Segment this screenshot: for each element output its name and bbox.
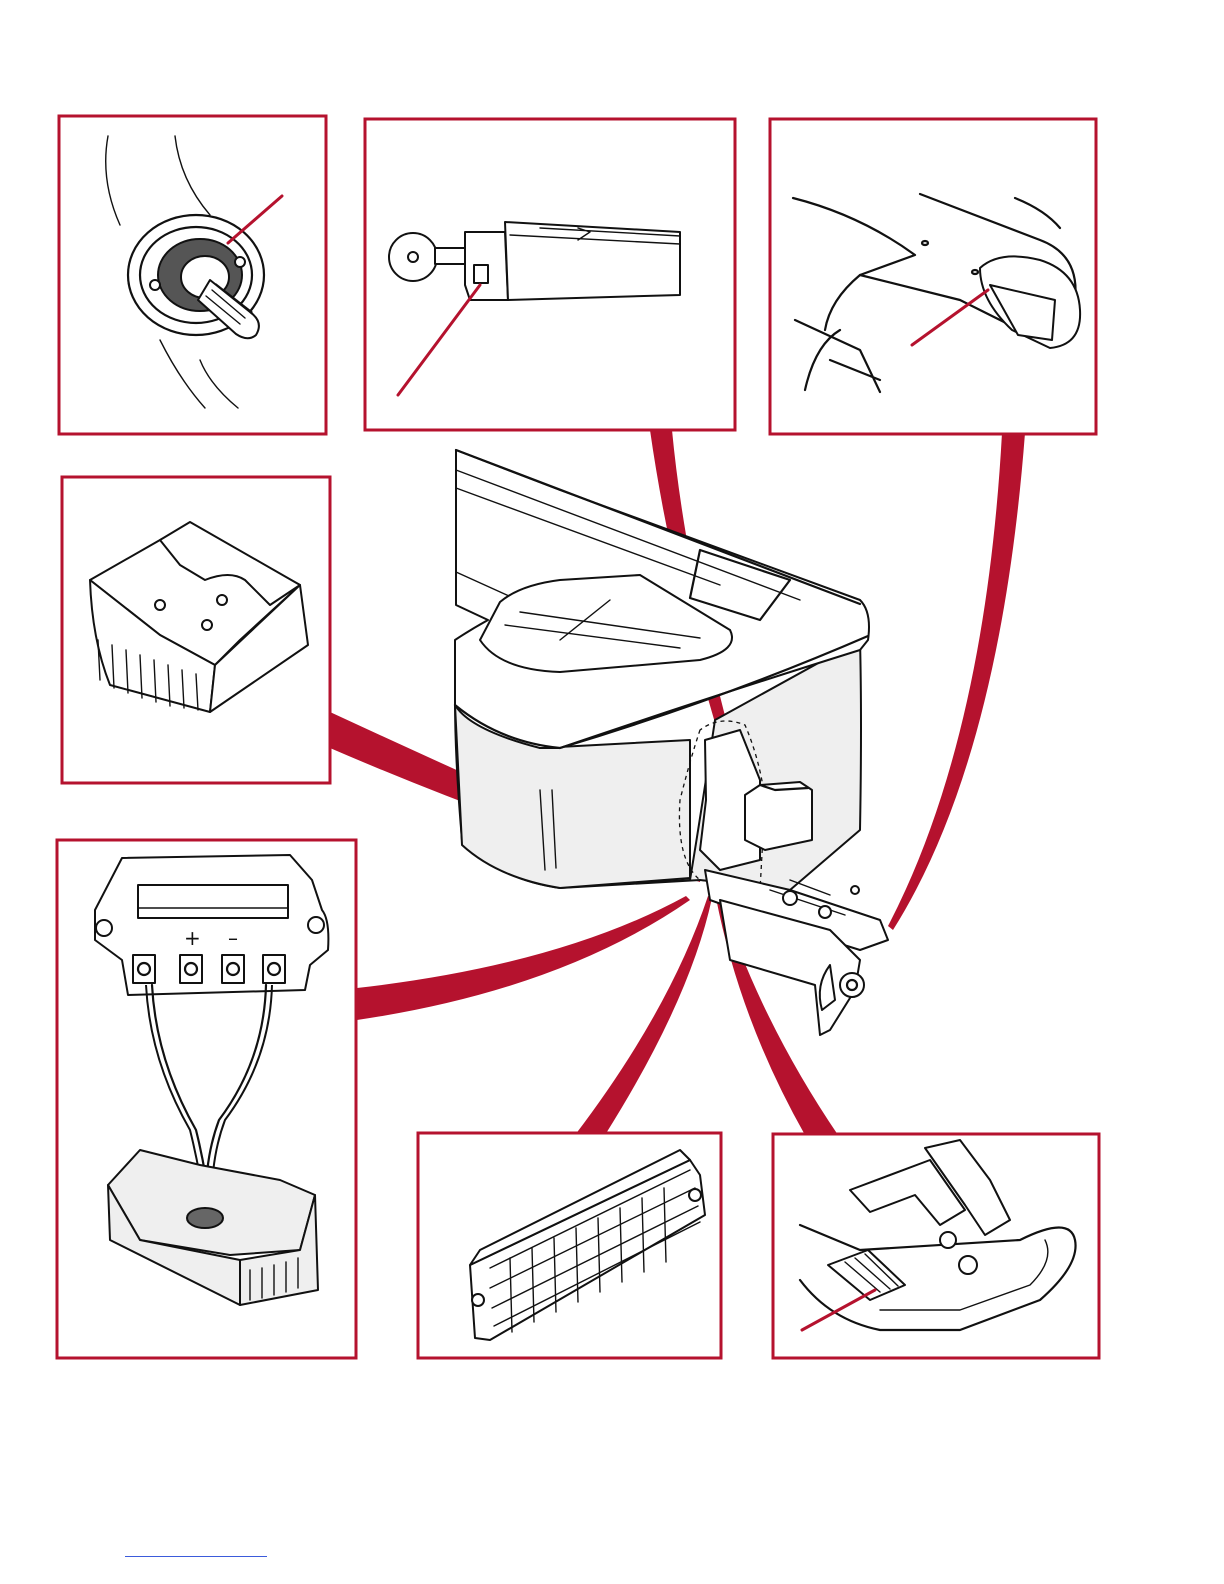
panel-voltage-regulator: + – (57, 840, 356, 1358)
panel-bottom-cowl-pad (773, 1134, 1099, 1358)
pad-bolt-2 (959, 1256, 977, 1274)
regulator-wire-grommet (187, 1208, 223, 1228)
engine-trim-pin (783, 891, 797, 905)
ribbon-top-right (888, 433, 1025, 930)
terminal-1 (133, 955, 155, 983)
stator-mount-screw-right (235, 257, 245, 267)
terminal-2 (180, 955, 202, 983)
ribbon-lower-left (357, 896, 690, 1020)
ram-bleed-screw (474, 265, 488, 283)
ribbon-bottom-center (575, 896, 712, 1135)
terminal-4 (263, 955, 285, 983)
block-mount-screw-left (472, 1294, 484, 1306)
ram-rod (435, 248, 465, 264)
block-mount-screw-right (689, 1189, 701, 1201)
stator-mount-screw-left (150, 280, 160, 290)
regulator-label-plate (138, 885, 288, 918)
terminal-3 (222, 955, 244, 983)
panel-cowl-latch (770, 119, 1096, 434)
panel-flywheel-stator (59, 116, 326, 434)
base-hole-2 (217, 595, 227, 605)
outboard-engine (455, 450, 888, 1035)
regulator-body (95, 855, 328, 995)
ram-end-hole (408, 252, 418, 262)
regulator-mount-left (96, 920, 112, 936)
base-hole-1 (155, 600, 165, 610)
regulator-minus-label: – (228, 926, 238, 950)
pad-bolt-1 (940, 1232, 956, 1248)
regulator-plus-label: + (184, 926, 201, 950)
engine-tilt-pin (819, 906, 831, 918)
engine-trim-housing (745, 782, 812, 850)
panel-rectifier-base (62, 477, 330, 783)
footer-rule (125, 1556, 267, 1557)
ram-cylinder-body (505, 222, 680, 300)
panel-power-trim-ram (365, 119, 735, 430)
engine-prop-hub (840, 973, 864, 997)
regulator-mount-right (308, 917, 324, 933)
panel-fuse-terminal-block (418, 1133, 721, 1358)
base-hole-3 (202, 620, 212, 630)
engine-stop-bolt (851, 886, 859, 894)
